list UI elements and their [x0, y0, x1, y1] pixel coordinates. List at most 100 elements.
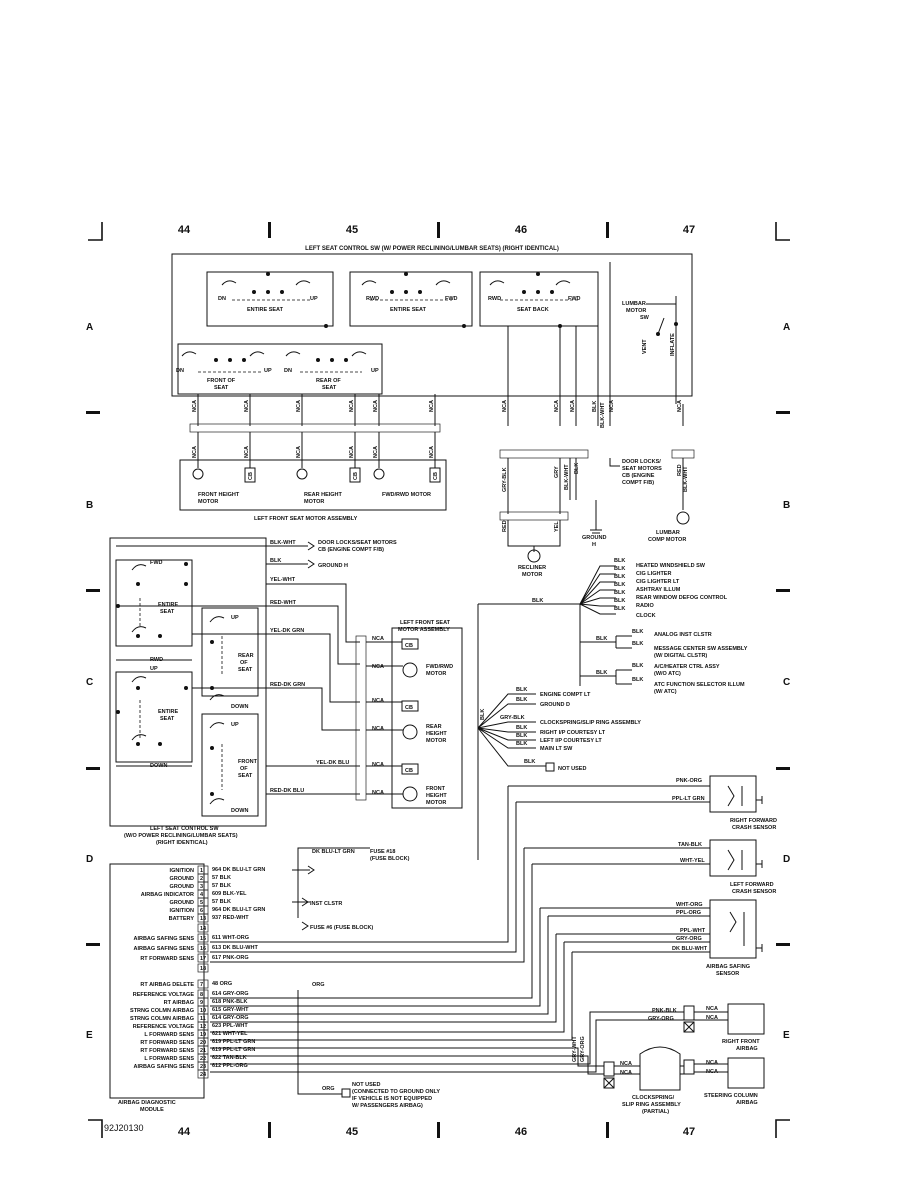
- module-pin-wire: 617 PNK-ORG: [212, 955, 249, 961]
- svg-text:RIGHT FRONT: RIGHT FRONT: [722, 1039, 760, 1045]
- module-pin-wire: 937 RED-WHT: [212, 915, 249, 921]
- svg-text:INFLATE: INFLATE: [670, 333, 676, 356]
- svg-text:(RIGHT IDENTICAL): (RIGHT IDENTICAL): [156, 840, 208, 846]
- module-pin-label: RT FORWARD SENS: [140, 1048, 194, 1054]
- svg-text:FRONT OF: FRONT OF: [207, 378, 236, 384]
- col-label: 45: [346, 1126, 358, 1138]
- module-pin-number: 21: [200, 1048, 206, 1054]
- svg-text:NCA: NCA: [620, 1061, 632, 1067]
- svg-text:RED: RED: [677, 464, 683, 476]
- svg-text:NCA: NCA: [677, 400, 683, 412]
- module-pin-box: [197, 933, 209, 943]
- module-pin-wire: 609 BLK-YEL: [212, 891, 247, 897]
- row-labels-right: A B C D E: [783, 322, 790, 1041]
- svg-text:LEFT I/P COURTESY LT: LEFT I/P COURTESY LT: [540, 738, 602, 744]
- svg-text:PPL-LT GRN: PPL-LT GRN: [672, 796, 705, 802]
- svg-text:MOTOR: MOTOR: [198, 499, 218, 505]
- svg-text:FWD: FWD: [150, 560, 163, 566]
- svg-text:CLOCKSPRING/: CLOCKSPRING/: [632, 1095, 675, 1101]
- svg-text:FWD: FWD: [445, 296, 458, 302]
- svg-text:NCA: NCA: [373, 446, 379, 458]
- svg-text:UP: UP: [371, 368, 379, 374]
- svg-text:BLK: BLK: [532, 598, 543, 604]
- svg-text:(W/ DIGITAL CLSTR): (W/ DIGITAL CLSTR): [654, 653, 707, 659]
- svg-text:B: B: [783, 500, 790, 511]
- svg-text:MOTOR: MOTOR: [626, 308, 646, 314]
- svg-text:DN: DN: [176, 368, 184, 374]
- svg-text:NCA: NCA: [502, 400, 508, 412]
- svg-text:YEL-DK GRN: YEL-DK GRN: [270, 628, 304, 634]
- svg-text:SEAT BACK: SEAT BACK: [517, 307, 549, 313]
- svg-text:NCA: NCA: [609, 400, 615, 412]
- module-pin-wire: 623 PPL-WHT: [212, 1023, 248, 1029]
- svg-text:SW: SW: [640, 315, 650, 321]
- svg-text:MOTOR: MOTOR: [304, 499, 324, 505]
- module-pin-number: 6: [200, 908, 203, 914]
- svg-text:ANALOG INST CLSTR: ANALOG INST CLSTR: [654, 632, 712, 638]
- svg-text:CIG LIGHTER LT: CIG LIGHTER LT: [636, 579, 680, 585]
- svg-text:RIGHT FORWARD: RIGHT FORWARD: [730, 818, 777, 824]
- module-pin-wire: 619 PPL-LT GRN: [212, 1047, 255, 1053]
- svg-text:MOTOR: MOTOR: [426, 800, 446, 806]
- svg-text:PPL-ORG: PPL-ORG: [676, 910, 701, 916]
- svg-text:YEL-WHT: YEL-WHT: [270, 577, 296, 583]
- module-pin-box: [197, 979, 209, 989]
- svg-text:BLK: BLK: [614, 566, 625, 572]
- top-right-destinations: GRY-BLK GRY BLK-WHT BLK RED BLK-WHT DOOR…: [499, 458, 690, 578]
- svg-text:GROUND D: GROUND D: [540, 702, 570, 708]
- svg-text:FRONT HEIGHT: FRONT HEIGHT: [198, 492, 240, 498]
- svg-text:AIRBAG: AIRBAG: [736, 1100, 758, 1106]
- svg-text:ENTIRE: ENTIRE: [158, 602, 179, 608]
- svg-text:LUMBAR: LUMBAR: [622, 301, 646, 307]
- svg-text:SEAT: SEAT: [160, 716, 175, 722]
- svg-text:NCA: NCA: [570, 400, 576, 412]
- module-pin-wire: 57 BLK: [212, 875, 231, 881]
- svg-text:CB (ENGINE COMPT F/B): CB (ENGINE COMPT F/B): [318, 547, 384, 553]
- svg-text:H: H: [592, 542, 596, 548]
- svg-text:CIG LIGHTER: CIG LIGHTER: [636, 571, 671, 577]
- svg-text:YEL: YEL: [554, 521, 560, 532]
- svg-text:BLK: BLK: [516, 741, 527, 747]
- svg-text:ENTIRE SEAT: ENTIRE SEAT: [247, 307, 284, 313]
- top-seat-control-switch: LEFT SEAT CONTROL SW (W/ POWER RECLINING…: [171, 246, 695, 468]
- svg-text:BLK-WHT: BLK-WHT: [270, 540, 296, 546]
- svg-text:E: E: [86, 1030, 93, 1041]
- svg-text:MOTOR: MOTOR: [522, 572, 542, 578]
- module-pin-wire: 612 PPL-ORG: [212, 1063, 248, 1069]
- svg-text:ENGINE COMPT LT: ENGINE COMPT LT: [540, 692, 591, 698]
- svg-text:DN: DN: [218, 296, 226, 302]
- svg-text:SLIP RING ASSEMBLY: SLIP RING ASSEMBLY: [622, 1102, 681, 1108]
- col-label: 46: [515, 224, 527, 236]
- svg-text:NCA: NCA: [620, 1070, 632, 1076]
- svg-text:GRY-BLK: GRY-BLK: [502, 467, 508, 492]
- crash-sensors: PNK-ORG PPL-LT GRN RIGHT FORWARD CRASH S…: [508, 775, 777, 977]
- svg-text:CB: CB: [405, 768, 413, 774]
- svg-text:CB: CB: [433, 472, 439, 480]
- svg-text:BLK: BLK: [480, 709, 486, 720]
- svg-text:PNK-ORG: PNK-ORG: [676, 778, 702, 784]
- svg-text:NCA: NCA: [706, 1006, 718, 1012]
- svg-text:REAR HEIGHT: REAR HEIGHT: [304, 492, 343, 498]
- module-pin-number: 18: [200, 966, 206, 972]
- svg-text:CRASH SENSOR: CRASH SENSOR: [732, 825, 776, 831]
- svg-text:B: B: [86, 500, 93, 511]
- svg-text:C: C: [783, 677, 790, 688]
- module-pin-wire: 48 ORG: [212, 981, 232, 987]
- svg-text:(W/ ATC): (W/ ATC): [654, 689, 677, 695]
- module-pin-number: 23: [200, 1064, 206, 1070]
- svg-text:BLK: BLK: [516, 687, 527, 693]
- svg-text:FWD/RWD: FWD/RWD: [426, 664, 453, 670]
- module-pin-label: RT AIRBAG: [164, 1000, 194, 1006]
- svg-text:ATC FUNCTION SELECTOR ILLUM: ATC FUNCTION SELECTOR ILLUM: [654, 682, 745, 688]
- col-label: 45: [346, 224, 358, 236]
- svg-text:BLK-WHT: BLK-WHT: [683, 466, 689, 492]
- left-seat-control-switch: FWD ENTIRE SEAT RWD UP ENTIRE SEAT DOWN …: [109, 537, 397, 846]
- col-label: 46: [515, 1126, 527, 1138]
- svg-text:HEIGHT: HEIGHT: [426, 731, 447, 737]
- svg-text:BLK: BLK: [614, 598, 625, 604]
- svg-text:RWD: RWD: [366, 296, 379, 302]
- svg-text:REAR WINDOW DEFOG CONTROL: REAR WINDOW DEFOG CONTROL: [636, 595, 728, 601]
- svg-text:RED-DK GRN: RED-DK GRN: [270, 682, 305, 688]
- module-pin-box: [197, 943, 209, 953]
- svg-text:BLK: BLK: [524, 759, 535, 765]
